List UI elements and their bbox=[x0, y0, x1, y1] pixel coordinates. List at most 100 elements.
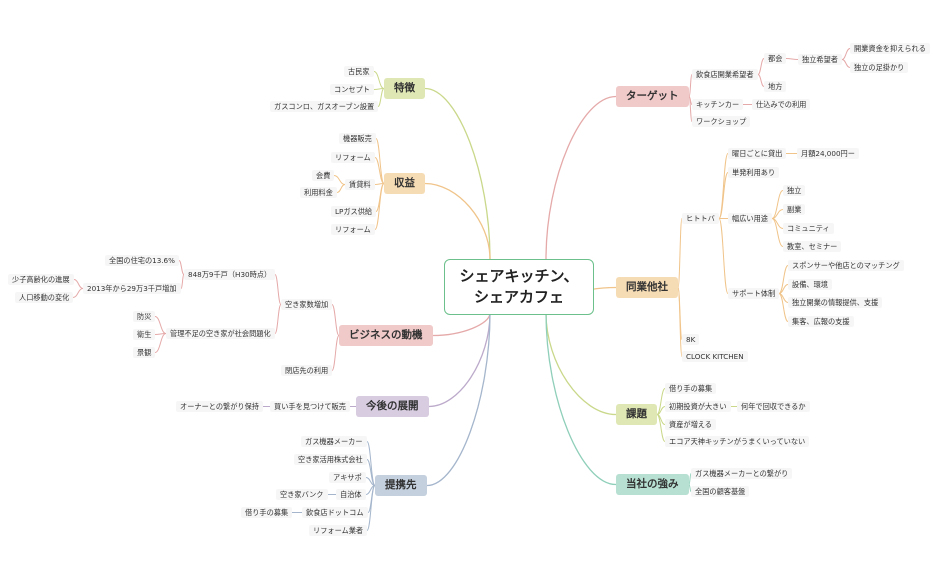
branch-issues[interactable]: 課題 bbox=[616, 404, 657, 425]
leaf-assets[interactable]: 資産が増える bbox=[665, 419, 716, 430]
root-title-line1: シェアキッチン、 bbox=[459, 267, 579, 285]
connector-line bbox=[778, 293, 789, 322]
leaf-recruit-tenants[interactable]: 借り手の募集 bbox=[241, 507, 292, 518]
connector-line bbox=[432, 312, 491, 337]
leaf-rural[interactable]: 地方 bbox=[764, 81, 786, 92]
leaf-lpgas[interactable]: LPガス供給 bbox=[331, 206, 376, 217]
connector-line bbox=[426, 312, 491, 487]
leaf-migration[interactable]: 人口移動の変化 bbox=[15, 292, 73, 303]
leaf-hygiene[interactable]: 衛生 bbox=[133, 329, 155, 340]
branch-strengths[interactable]: 当社の強み bbox=[616, 474, 689, 495]
leaf-vacancy-share[interactable]: 全国の住宅の13.6% bbox=[105, 255, 179, 266]
root-title-line2: シェアカフェ bbox=[473, 288, 564, 306]
connector-line bbox=[333, 175, 346, 185]
leaf-membership[interactable]: 会費 bbox=[312, 170, 334, 181]
leaf-owner-connection[interactable]: オーナーとの繋がり保持 bbox=[176, 401, 263, 412]
connector-line bbox=[677, 218, 683, 288]
branch-revenue[interactable]: 収益 bbox=[384, 173, 425, 194]
leaf-social-issue[interactable]: 管理不足の空き家が社会問題化 bbox=[166, 328, 275, 339]
connector-line bbox=[718, 153, 729, 219]
leaf-use-class[interactable]: 教室、セミナー bbox=[783, 241, 841, 252]
leaf-gas-stove[interactable]: ガスコンロ、ガスオーブン設置 bbox=[270, 101, 378, 112]
branch-business-motive[interactable]: ビジネスの動機 bbox=[339, 325, 433, 346]
leaf-equipment-env[interactable]: 設備、環境 bbox=[788, 279, 832, 290]
connector-line bbox=[374, 183, 385, 230]
connector-line bbox=[366, 459, 376, 486]
leaf-vacancy-growth[interactable]: 2013年から29万3千戸増加 bbox=[83, 283, 181, 294]
branch-competitors[interactable]: 同業他社 bbox=[616, 277, 678, 298]
branch-features[interactable]: 特徴 bbox=[384, 78, 425, 99]
leaf-one-time[interactable]: 単発利用あり bbox=[728, 167, 779, 178]
leaf-foothold[interactable]: 独立の足掛かり bbox=[850, 62, 908, 73]
connector-line bbox=[375, 138, 385, 184]
leaf-wide-uses[interactable]: 幅広い用途 bbox=[728, 213, 772, 224]
leaf-closed-store[interactable]: 閉店先の利用 bbox=[281, 365, 332, 376]
leaf-inshokuten[interactable]: 飲食店ドットコム bbox=[302, 507, 368, 518]
leaf-clock-kitchen[interactable]: CLOCK KITCHEN bbox=[682, 351, 748, 362]
leaf-gas-maker-connection[interactable]: ガス機器メーカーとの繋がり bbox=[691, 468, 792, 479]
connector-line bbox=[72, 288, 84, 298]
leaf-restaurant-starter[interactable]: 飲食店開業希望者 bbox=[692, 69, 758, 80]
leaf-kitchen-car[interactable]: キッチンカー bbox=[692, 99, 743, 110]
leaf-reform-1[interactable]: リフォーム bbox=[331, 152, 375, 163]
leaf-daily-rent[interactable]: 曜日ごとに貸出 bbox=[728, 148, 786, 159]
leaf-use-side-job[interactable]: 副業 bbox=[783, 204, 805, 215]
leaf-sell[interactable]: 買い手を見つけて販売 bbox=[270, 401, 350, 412]
connector-line bbox=[154, 316, 167, 334]
leaf-monthly-fee[interactable]: 月額24,000円ー bbox=[797, 148, 859, 159]
leaf-municipality[interactable]: 自治体 bbox=[336, 489, 366, 500]
leaf-akiya-bank[interactable]: 空き家バンク bbox=[276, 489, 328, 500]
connector-line bbox=[331, 304, 340, 336]
leaf-akisapo[interactable]: アキサポ bbox=[329, 472, 366, 483]
leaf-independent[interactable]: 独立希望者 bbox=[798, 54, 842, 65]
leaf-support[interactable]: サポート体制 bbox=[728, 288, 779, 299]
leaf-customer-base[interactable]: 全国の顧客基盤 bbox=[691, 486, 749, 497]
root-node[interactable]: シェアキッチン、シェアカフェ bbox=[444, 259, 594, 315]
connector-line bbox=[428, 312, 491, 408]
leaf-info-support[interactable]: 独立開業の情報提供、支援 bbox=[788, 297, 882, 308]
leaf-prep-use[interactable]: 仕込みでの利用 bbox=[752, 99, 810, 110]
leaf-usage-fee[interactable]: 利用料金 bbox=[300, 187, 337, 198]
leaf-city[interactable]: 都会 bbox=[764, 53, 786, 64]
branch-target[interactable]: ターゲット bbox=[616, 86, 689, 107]
leaf-sponsor-matching[interactable]: スポンサーや他店とのマッチング bbox=[788, 260, 904, 271]
connector-line bbox=[785, 58, 799, 60]
connector-line bbox=[180, 274, 185, 289]
leaf-scenery[interactable]: 景観 bbox=[133, 347, 155, 358]
leaf-tenant-recruit[interactable]: 借り手の募集 bbox=[665, 383, 716, 394]
leaf-disaster[interactable]: 防災 bbox=[133, 311, 155, 322]
connector-line bbox=[771, 218, 784, 247]
connector-line bbox=[656, 414, 666, 442]
leaf-rent[interactable]: 賃貸料 bbox=[345, 179, 375, 190]
connector-line bbox=[545, 312, 617, 416]
connector-line bbox=[274, 304, 282, 334]
leaf-use-independent[interactable]: 独立 bbox=[783, 185, 805, 196]
leaf-marketing-support[interactable]: 集客、広報の支援 bbox=[788, 316, 854, 327]
leaf-initial-cost[interactable]: 初期投資が大きい bbox=[665, 401, 731, 412]
connector-line bbox=[374, 157, 385, 184]
branch-future-expansion[interactable]: 今後の展開 bbox=[356, 396, 429, 417]
leaf-kominka[interactable]: 古民家 bbox=[344, 66, 374, 77]
leaf-low-capital[interactable]: 開業資金を抑えられる bbox=[850, 43, 930, 54]
connector-line bbox=[336, 184, 346, 193]
branch-partners[interactable]: 提携先 bbox=[375, 475, 427, 496]
leaf-vacancy-increase[interactable]: 空き家数増加 bbox=[281, 299, 332, 310]
leaf-payback[interactable]: 何年で回収できるか bbox=[737, 401, 810, 412]
leaf-reform-2[interactable]: リフォーム bbox=[331, 224, 375, 235]
connector-line bbox=[178, 260, 185, 275]
connector-line bbox=[688, 96, 693, 122]
leaf-aging[interactable]: 少子高齢化の進展 bbox=[8, 274, 74, 285]
leaf-hitotoba[interactable]: ヒトトバ bbox=[682, 213, 719, 224]
leaf-ecoa-tenjin[interactable]: エコア天神キッチンがうまくいっていない bbox=[665, 436, 809, 447]
leaf-equipment-sales[interactable]: 機器販売 bbox=[339, 133, 376, 144]
leaf-8k[interactable]: 8K bbox=[682, 334, 699, 345]
connector-line bbox=[424, 87, 491, 260]
connector-line bbox=[274, 274, 282, 305]
leaf-workshop[interactable]: ワークショップ bbox=[692, 116, 750, 127]
leaf-akiya-corp[interactable]: 空き家活用株式会社 bbox=[294, 454, 367, 465]
leaf-use-community[interactable]: コミュニティ bbox=[783, 223, 834, 234]
leaf-reform-company[interactable]: リフォーム業者 bbox=[309, 525, 367, 536]
leaf-gas-maker[interactable]: ガス機器メーカー bbox=[301, 436, 367, 447]
leaf-concept[interactable]: コンセプト bbox=[330, 84, 374, 95]
leaf-vacancy-count[interactable]: 848万9千戸（H30時点） bbox=[184, 269, 275, 280]
